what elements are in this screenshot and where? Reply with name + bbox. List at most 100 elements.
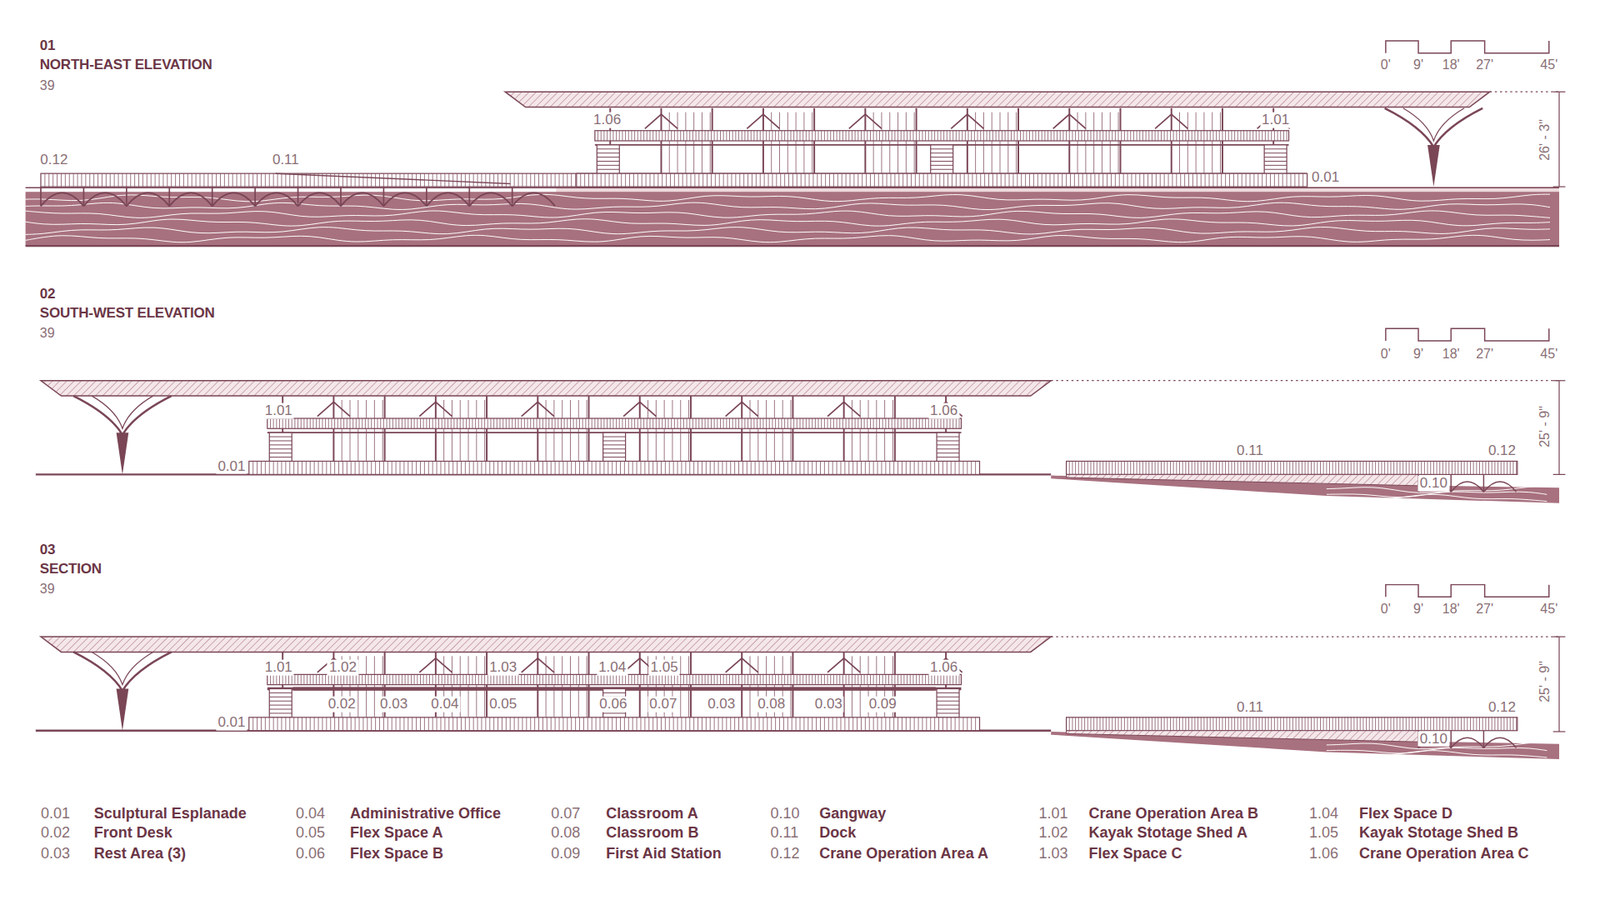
line — [533, 674, 535, 685]
line — [905, 112, 907, 175]
line — [1350, 717, 1352, 731]
line — [820, 460, 821, 475]
line — [805, 418, 807, 429]
line — [950, 418, 951, 429]
line — [256, 173, 258, 187]
line — [1264, 165, 1287, 166]
line — [361, 418, 363, 429]
line — [1136, 460, 1138, 475]
line — [1277, 460, 1279, 475]
line — [741, 674, 743, 685]
line — [1191, 460, 1193, 475]
line — [603, 418, 605, 429]
gangway — [1066, 474, 1419, 485]
line — [530, 674, 531, 685]
line — [689, 130, 690, 141]
line — [1105, 460, 1107, 475]
line — [827, 418, 829, 429]
line — [648, 460, 650, 475]
line — [1384, 460, 1385, 475]
line — [570, 674, 571, 685]
line — [207, 173, 209, 187]
line — [269, 456, 292, 458]
line — [732, 130, 734, 141]
line — [1430, 717, 1431, 731]
line — [338, 460, 340, 475]
line — [795, 460, 797, 475]
line — [1120, 460, 1122, 475]
line — [1470, 460, 1471, 475]
line — [815, 460, 817, 475]
line — [1215, 717, 1217, 731]
line — [591, 674, 593, 685]
line — [738, 418, 740, 429]
line — [1220, 173, 1222, 187]
line — [959, 418, 960, 429]
line — [936, 444, 960, 445]
line — [934, 674, 935, 685]
line — [301, 460, 303, 475]
line — [940, 418, 941, 429]
line — [484, 400, 485, 463]
line — [946, 674, 948, 685]
line — [1353, 717, 1355, 731]
line — [1005, 130, 1006, 141]
truss — [950, 114, 984, 129]
line — [411, 173, 413, 187]
line — [1515, 717, 1517, 731]
line — [500, 674, 501, 685]
line — [1294, 173, 1295, 187]
line — [603, 444, 626, 445]
line — [809, 674, 810, 685]
line — [1188, 717, 1190, 731]
line — [395, 674, 397, 685]
line — [1375, 460, 1376, 475]
line — [652, 674, 654, 685]
line — [374, 674, 375, 685]
line — [900, 674, 902, 685]
line — [310, 460, 311, 475]
line — [612, 418, 614, 429]
line — [1096, 460, 1098, 475]
line — [640, 674, 641, 685]
line — [620, 460, 621, 475]
line — [291, 418, 293, 429]
line — [721, 460, 723, 475]
line — [1175, 130, 1177, 141]
line — [187, 173, 189, 187]
line — [873, 674, 875, 685]
line — [1061, 173, 1063, 187]
arch — [1450, 481, 1484, 492]
line — [644, 460, 645, 475]
truss — [827, 401, 860, 416]
line — [453, 674, 455, 685]
line — [1325, 717, 1327, 731]
line — [1353, 460, 1355, 475]
line — [1252, 460, 1254, 475]
line — [456, 173, 458, 187]
line — [695, 130, 697, 141]
line — [603, 448, 626, 450]
line — [1093, 112, 1095, 175]
truss — [1053, 114, 1086, 129]
line — [359, 173, 360, 187]
line — [1290, 173, 1291, 187]
line — [401, 674, 403, 685]
line — [680, 674, 681, 685]
line — [875, 674, 877, 685]
line — [930, 156, 954, 158]
line — [802, 130, 804, 141]
line — [839, 418, 840, 429]
line — [707, 418, 709, 429]
line — [462, 674, 464, 685]
line — [1298, 717, 1300, 731]
line — [1470, 717, 1471, 731]
line — [359, 460, 360, 475]
line — [545, 674, 547, 685]
line — [450, 418, 452, 429]
line — [860, 418, 862, 429]
line — [674, 130, 675, 141]
line — [930, 130, 932, 141]
line — [594, 418, 595, 429]
line — [1118, 130, 1120, 141]
